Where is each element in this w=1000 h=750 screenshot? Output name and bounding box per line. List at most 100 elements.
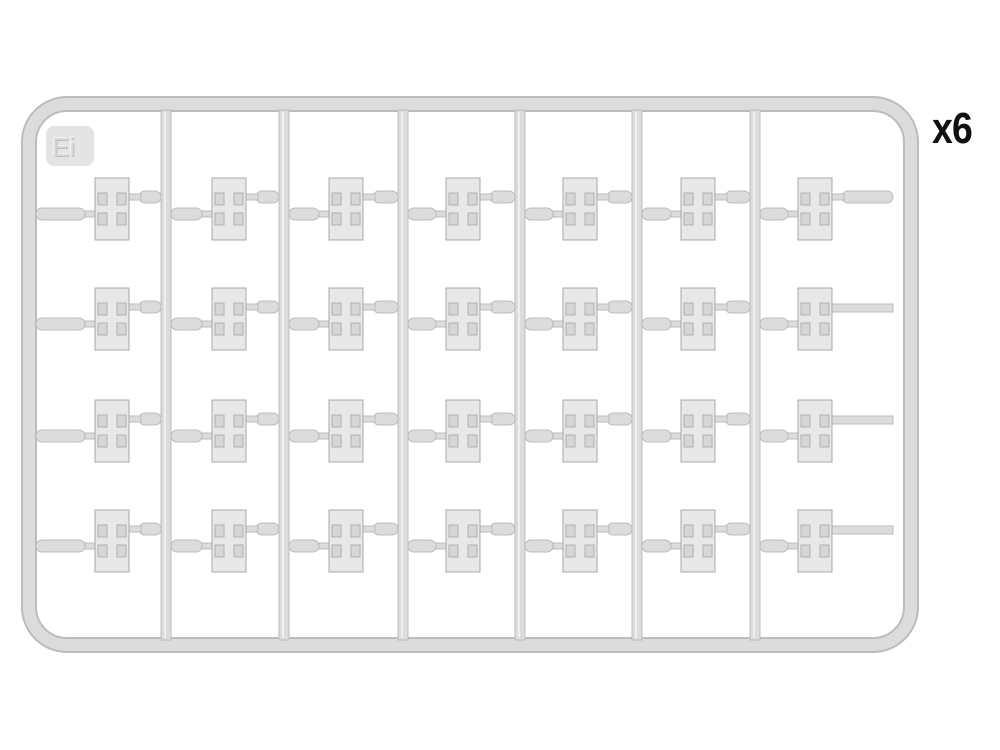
gate-right bbox=[724, 300, 751, 314]
track-link-detail bbox=[97, 524, 108, 538]
gate-stub bbox=[362, 193, 376, 201]
track-link-detail bbox=[819, 414, 830, 428]
track-link-part bbox=[445, 399, 481, 463]
track-link-part bbox=[328, 509, 364, 573]
track-link-part bbox=[328, 287, 364, 351]
track-link-part bbox=[797, 399, 833, 463]
track-link-detail bbox=[565, 302, 576, 316]
gate-left bbox=[35, 317, 86, 331]
track-link-part bbox=[211, 399, 247, 463]
track-link-part bbox=[94, 287, 130, 351]
track-link-detail bbox=[116, 322, 127, 336]
track-link-detail bbox=[214, 192, 225, 206]
track-link-detail bbox=[214, 544, 225, 558]
gate-stub bbox=[362, 303, 376, 311]
track-link-detail bbox=[331, 544, 342, 558]
track-link-detail bbox=[448, 544, 459, 558]
track-link-detail bbox=[116, 544, 127, 558]
gate-right bbox=[372, 190, 399, 204]
track-link-detail bbox=[233, 192, 244, 206]
track-link-detail bbox=[97, 302, 108, 316]
track-link-detail bbox=[350, 192, 361, 206]
track-link-detail bbox=[819, 302, 830, 316]
track-link-detail bbox=[233, 322, 244, 336]
track-link-detail bbox=[800, 414, 811, 428]
track-link-detail bbox=[214, 434, 225, 448]
track-link-detail bbox=[97, 192, 108, 206]
gate-left bbox=[524, 317, 554, 331]
track-link-detail bbox=[565, 212, 576, 226]
track-link-detail bbox=[331, 212, 342, 226]
track-link-part bbox=[445, 287, 481, 351]
gate-left bbox=[759, 317, 789, 331]
track-link-part bbox=[797, 287, 833, 351]
track-link-detail bbox=[683, 212, 694, 226]
track-link-part bbox=[211, 177, 247, 241]
track-link-detail bbox=[467, 192, 478, 206]
track-link-detail bbox=[702, 544, 713, 558]
track-link-detail bbox=[233, 302, 244, 316]
track-link-part bbox=[562, 399, 598, 463]
track-link-part bbox=[94, 509, 130, 573]
track-link-detail bbox=[448, 414, 459, 428]
gate-stub bbox=[714, 525, 728, 533]
track-link-part bbox=[445, 177, 481, 241]
track-link-detail bbox=[683, 434, 694, 448]
gate-stub bbox=[245, 193, 259, 201]
gate-stub bbox=[714, 303, 728, 311]
track-link-detail bbox=[233, 212, 244, 226]
gate-right bbox=[724, 190, 751, 204]
track-link-part bbox=[680, 177, 716, 241]
gate-stub bbox=[245, 525, 259, 533]
track-link-detail bbox=[584, 192, 595, 206]
gate-right bbox=[372, 412, 399, 426]
track-link-detail bbox=[448, 212, 459, 226]
gate-stub bbox=[596, 525, 610, 533]
track-link-detail bbox=[702, 322, 713, 336]
track-link-detail bbox=[819, 212, 830, 226]
gate-right bbox=[841, 190, 894, 204]
track-link-detail bbox=[800, 544, 811, 558]
sprue-letter-label: Ei bbox=[52, 132, 76, 162]
track-link-detail bbox=[800, 212, 811, 226]
track-link-detail bbox=[702, 434, 713, 448]
track-link-detail bbox=[683, 302, 694, 316]
gate-right bbox=[138, 412, 162, 426]
track-link-detail bbox=[331, 524, 342, 538]
track-link-detail bbox=[584, 544, 595, 558]
track-link-detail bbox=[214, 302, 225, 316]
label-tab bbox=[46, 126, 94, 166]
track-link-detail bbox=[331, 414, 342, 428]
gate-left bbox=[641, 429, 672, 443]
track-link-detail bbox=[565, 192, 576, 206]
track-link-part bbox=[94, 399, 130, 463]
gate-left bbox=[524, 539, 554, 553]
track-link-detail bbox=[702, 414, 713, 428]
track-link-detail bbox=[350, 544, 361, 558]
track-link-part bbox=[445, 509, 481, 573]
track-link-detail bbox=[467, 212, 478, 226]
track-link-detail bbox=[467, 434, 478, 448]
gate-stub bbox=[479, 193, 493, 201]
gate-right bbox=[138, 522, 162, 536]
track-link-detail bbox=[584, 302, 595, 316]
track-link-detail bbox=[350, 302, 361, 316]
track-link-detail bbox=[97, 212, 108, 226]
gate-right bbox=[489, 522, 516, 536]
track-link-detail bbox=[584, 524, 595, 538]
track-link-detail bbox=[214, 212, 225, 226]
track-link-detail bbox=[214, 414, 225, 428]
track-link-part bbox=[562, 287, 598, 351]
track-link-detail bbox=[683, 524, 694, 538]
gate-right bbox=[138, 190, 162, 204]
track-link-detail bbox=[448, 192, 459, 206]
gate-left bbox=[759, 429, 789, 443]
track-link-part bbox=[562, 177, 598, 241]
gate-right bbox=[138, 300, 162, 314]
gate-left bbox=[170, 207, 203, 221]
gate-left bbox=[524, 207, 554, 221]
gate-left bbox=[407, 317, 437, 331]
gate-right bbox=[606, 300, 633, 314]
gate-stub bbox=[362, 525, 376, 533]
